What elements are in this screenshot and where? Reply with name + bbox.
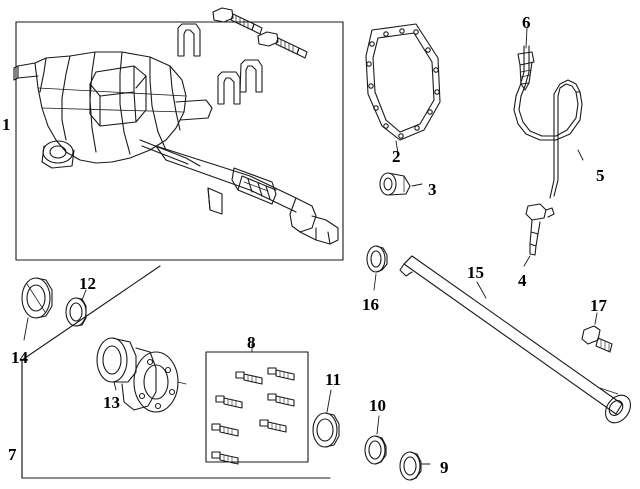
callout-12: 12 <box>79 274 96 293</box>
part-12-seal <box>65 297 87 327</box>
u-bolt-parts <box>177 7 308 105</box>
part-9-washer <box>399 451 422 481</box>
callout-7: 7 <box>8 445 17 464</box>
callout-5: 5 <box>596 166 605 185</box>
part-6-bolt <box>517 51 535 91</box>
part-2-cover-gasket <box>365 23 441 141</box>
part-10-washer <box>364 435 387 465</box>
callout-6: 6 <box>522 13 531 32</box>
part-14-seal <box>21 277 53 319</box>
part-16-ring <box>366 245 388 273</box>
part-8-studs <box>211 367 295 465</box>
callout-2: 2 <box>392 147 401 166</box>
part-3-plug <box>379 172 411 196</box>
callout-3: 3 <box>428 180 437 199</box>
callout-8: 8 <box>247 333 256 352</box>
part-17-bolt <box>581 325 613 353</box>
part-4-sensor <box>525 203 555 256</box>
callout-14: 14 <box>11 348 28 367</box>
part-1-axle-housing <box>13 51 339 245</box>
part-5-vent-tube <box>513 45 583 199</box>
callout-15: 15 <box>467 263 484 282</box>
group-box-1 <box>15 21 344 261</box>
callout-9: 9 <box>440 458 449 477</box>
callout-16: 16 <box>362 295 379 314</box>
callout-11: 11 <box>325 370 342 389</box>
callout-4: 4 <box>518 271 527 290</box>
callout-1: 1 <box>2 115 11 134</box>
part-15-axle-shaft <box>399 255 632 424</box>
callout-17: 17 <box>590 296 607 315</box>
callout-13: 13 <box>103 393 120 412</box>
part-13-hub <box>96 337 187 413</box>
group-box-8 <box>205 351 309 463</box>
part-11-seal <box>312 412 340 448</box>
callout-10: 10 <box>369 396 386 415</box>
group-box-7 <box>21 265 331 479</box>
